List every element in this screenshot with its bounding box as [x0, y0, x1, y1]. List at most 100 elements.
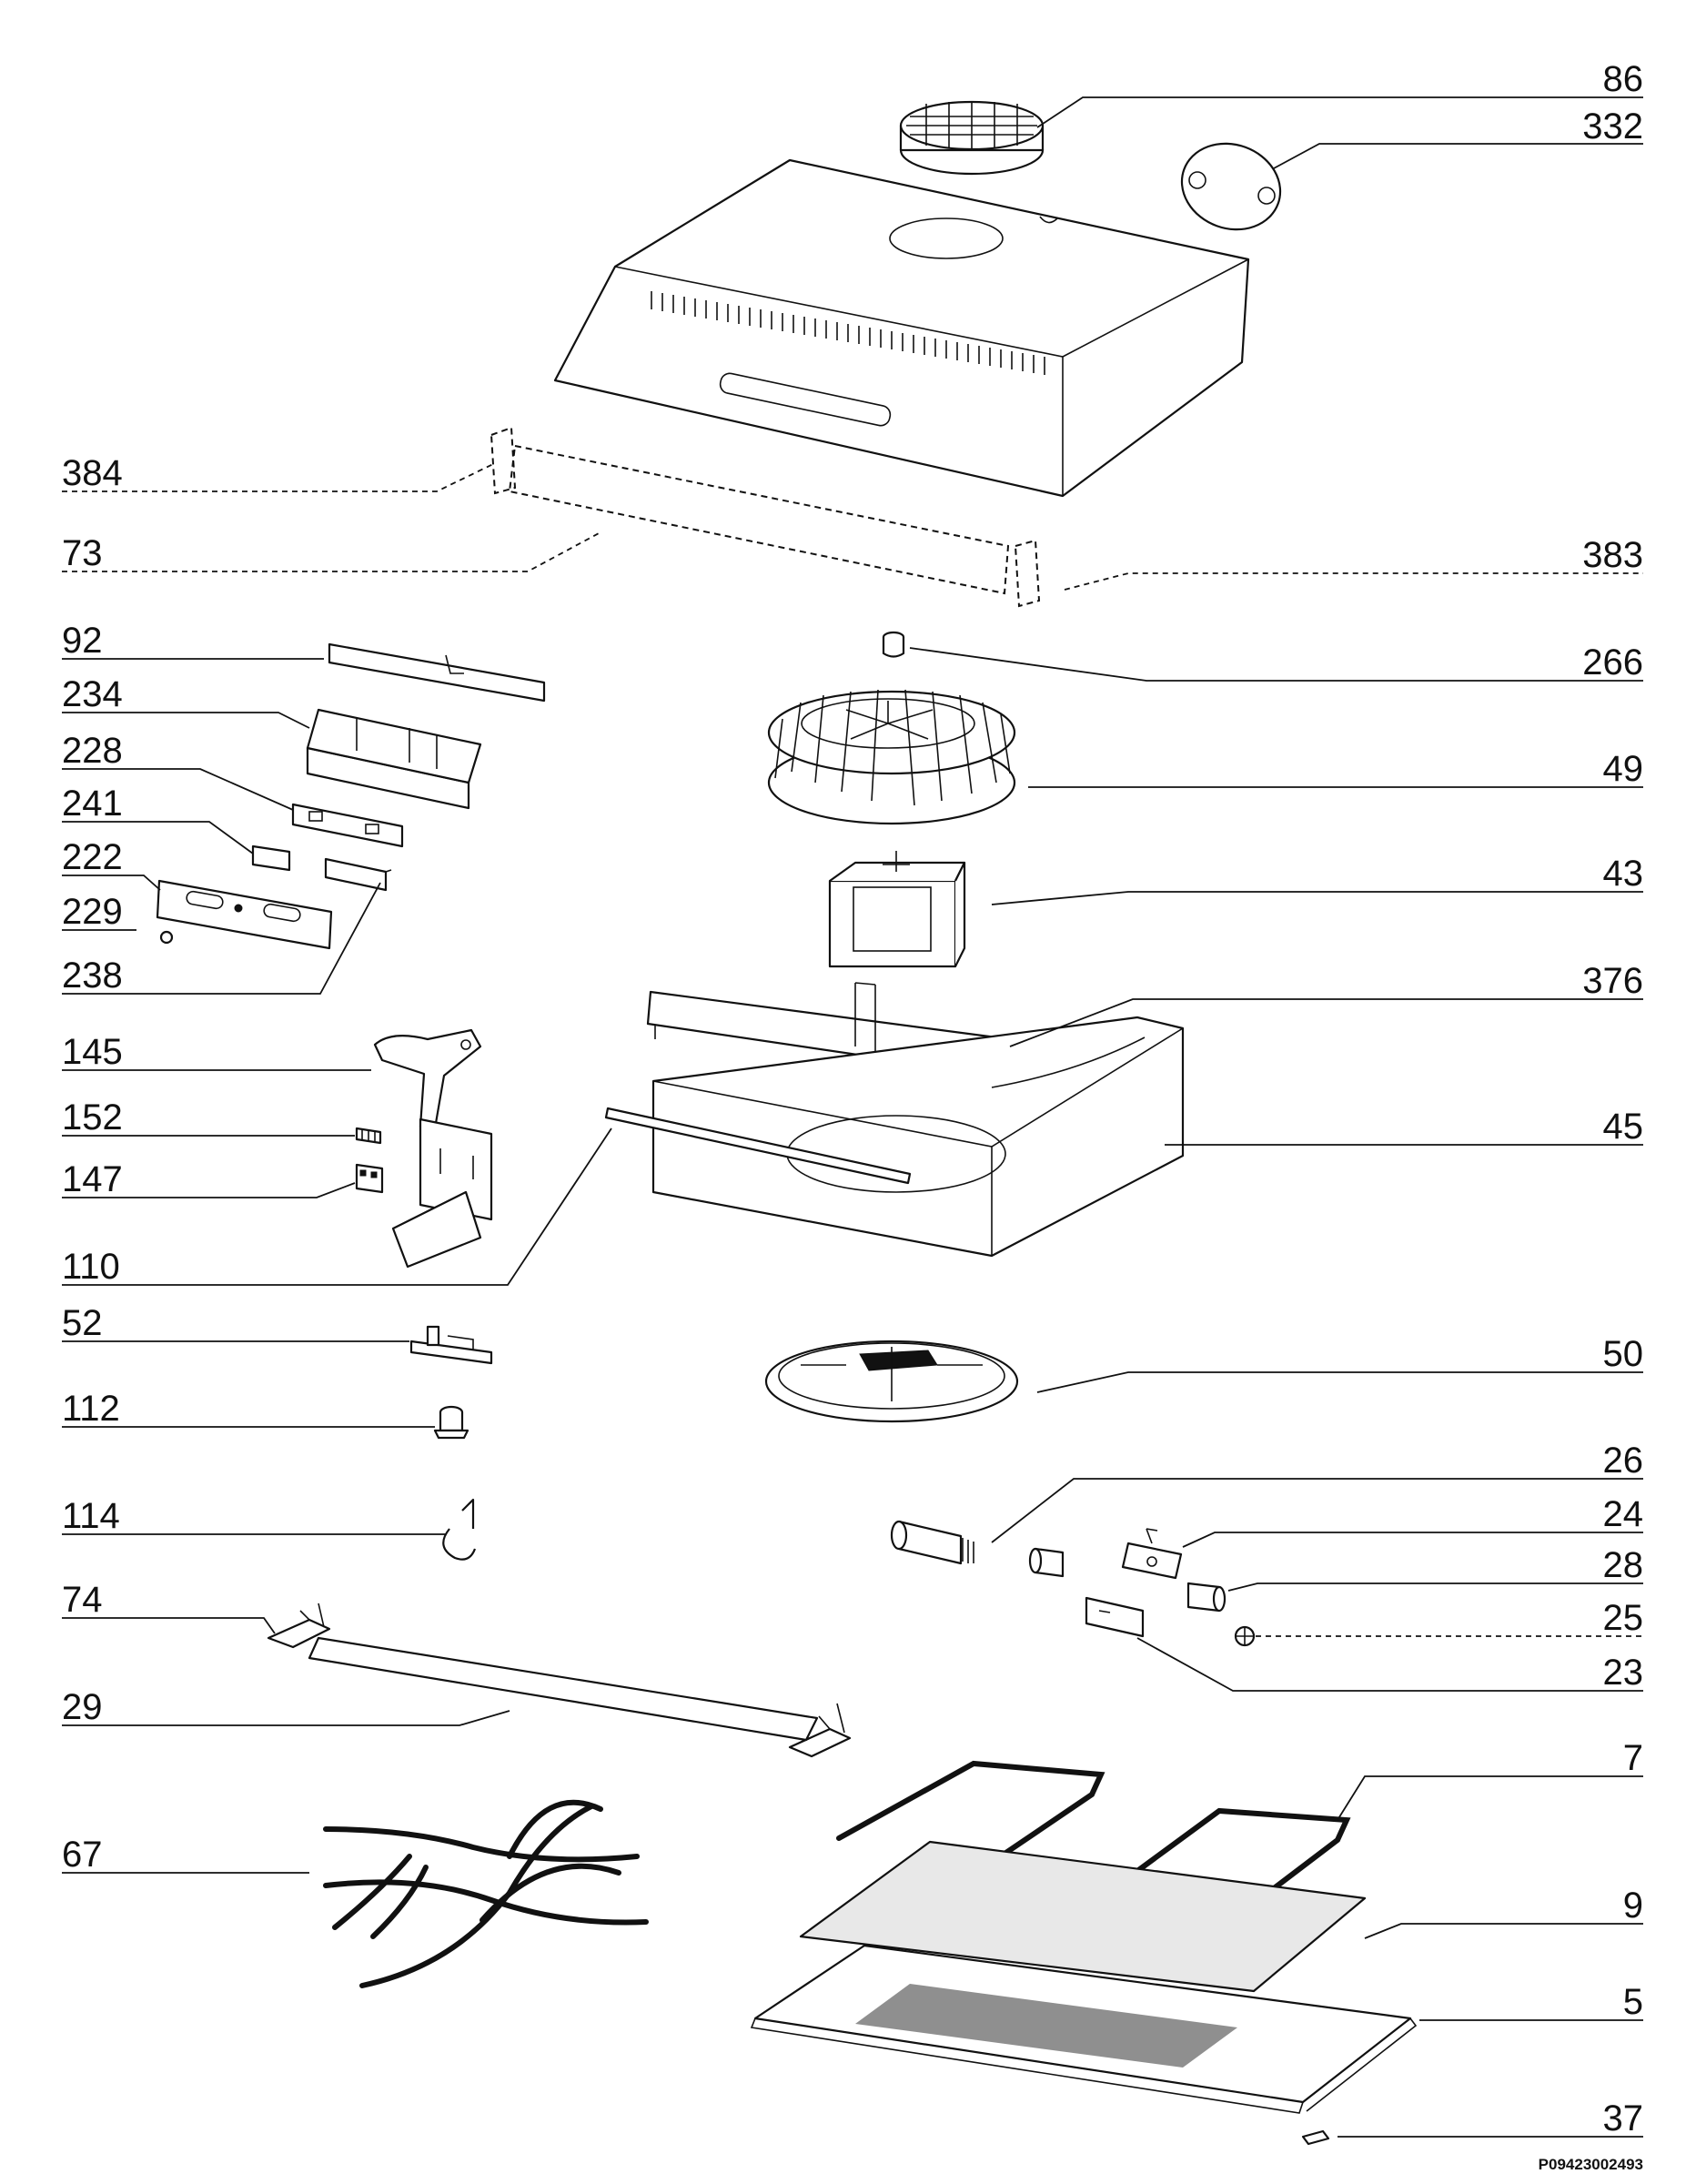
callout-332: 332 [1582, 106, 1643, 147]
part-43-motor-drawing [828, 851, 966, 968]
callout-23: 23 [1603, 1653, 1644, 1693]
part-110-rail-drawing [604, 1107, 912, 1185]
part-222-control-panel-drawing [156, 879, 333, 950]
lamp-socket-drawing [1028, 1547, 1065, 1578]
part-241-knob-drawing [251, 844, 291, 872]
part-228-switch-module-drawing [291, 803, 404, 848]
part-52-clip-drawing [409, 1325, 493, 1365]
leader-7 [1337, 1775, 1643, 1821]
callout-5: 5 [1623, 1982, 1643, 2022]
callout-67: 67 [62, 1835, 103, 1875]
leader-383 [1064, 572, 1643, 591]
callout-86: 86 [1603, 59, 1644, 99]
part-229-indicator-drawing [159, 930, 174, 945]
part-73-front-strip-drawing [508, 444, 1010, 595]
part-234-switch-housing-drawing [306, 708, 482, 810]
terminal-box-drawing [391, 1117, 493, 1269]
part-114-clip-drawing [442, 1498, 477, 1561]
hood-body-drawing [553, 158, 1250, 498]
callout-24: 24 [1603, 1494, 1644, 1534]
part-74-bracket-left-drawing [267, 1603, 331, 1649]
callout-7: 7 [1623, 1738, 1643, 1778]
part-147-terminal-block-drawing [355, 1163, 384, 1194]
callout-9: 9 [1623, 1886, 1643, 1926]
part-9-grease-filter-drawing [799, 1840, 1367, 1993]
callout-73: 73 [62, 533, 103, 573]
part-25-screw-drawing [1234, 1625, 1256, 1647]
leader-86 [1036, 96, 1643, 128]
callout-266: 266 [1582, 642, 1643, 682]
callout-28: 28 [1603, 1545, 1644, 1585]
callout-26: 26 [1603, 1441, 1644, 1481]
leader-50 [1036, 1371, 1643, 1393]
leader-266 [909, 647, 1643, 682]
callout-92: 92 [62, 621, 103, 661]
leader-234 [62, 712, 310, 729]
callout-376: 376 [1582, 961, 1643, 1001]
callout-228: 228 [62, 731, 123, 771]
part-29-panel-drawing [308, 1636, 819, 1742]
callout-29: 29 [62, 1687, 103, 1727]
callout-45: 45 [1603, 1107, 1644, 1147]
leader-384 [62, 463, 494, 492]
part-49-fan-wheel-drawing [767, 689, 1016, 825]
part-86-grille-collar-drawing [899, 100, 1045, 176]
part-384-end-cap-drawing [490, 426, 517, 495]
callout-52: 52 [62, 1303, 103, 1343]
leader-29 [62, 1710, 510, 1726]
leader-74 [62, 1617, 276, 1634]
leader-147 [62, 1182, 356, 1198]
callout-37: 37 [1603, 2098, 1644, 2138]
callout-152: 152 [62, 1097, 123, 1138]
part-28-cap-drawing [1186, 1582, 1227, 1613]
callout-50: 50 [1603, 1334, 1644, 1374]
callout-229: 229 [62, 892, 123, 932]
leader-73 [62, 531, 601, 572]
part-50-filter-frame-drawing [764, 1340, 1019, 1423]
part-74-bracket-right-drawing [788, 1703, 852, 1758]
callout-383: 383 [1582, 535, 1643, 575]
part-112-lamp-holder-drawing [433, 1405, 469, 1440]
part-266-cap-drawing [882, 631, 905, 658]
part-5-bottom-grille-drawing [750, 1944, 1418, 2114]
part-45-chassis-drawing [651, 1016, 1185, 1258]
callout-49: 49 [1603, 749, 1644, 789]
leader-43 [991, 891, 1643, 905]
part-332-cover-plate-drawing [1180, 142, 1282, 231]
leader-28 [1227, 1582, 1643, 1592]
part-23-lamp-cover-drawing [1085, 1596, 1145, 1638]
callout-234: 234 [62, 674, 123, 714]
leader-23 [1136, 1637, 1643, 1692]
callout-147: 147 [62, 1159, 123, 1199]
leader-228 [62, 768, 294, 811]
callout-241: 241 [62, 784, 123, 824]
leader-24 [1182, 1532, 1643, 1548]
callout-238: 238 [62, 956, 123, 996]
leader-110 [62, 1127, 612, 1286]
part-238-knob-drawing [324, 857, 392, 892]
part-383-end-cap-drawing [1014, 539, 1041, 608]
part-26-lamp-drawing [890, 1520, 974, 1565]
callout-222: 222 [62, 837, 123, 877]
callout-43: 43 [1603, 854, 1644, 894]
leader-26 [991, 1478, 1643, 1543]
callout-110: 110 [62, 1247, 120, 1287]
callout-145: 145 [62, 1032, 123, 1072]
leader-376 [1009, 998, 1643, 1047]
callout-384: 384 [62, 453, 123, 493]
leader-222 [62, 875, 161, 891]
leader-9 [1364, 1923, 1643, 1939]
callout-114: 114 [62, 1496, 120, 1536]
document-code: P09423002493 [1539, 2156, 1643, 2173]
leader-332 [1273, 143, 1643, 169]
part-37-clip-drawing [1301, 2129, 1330, 2146]
part-92-bracket-drawing [328, 642, 546, 703]
callout-74: 74 [62, 1580, 103, 1620]
leader-241 [62, 821, 254, 854]
part-67-cables-drawing [323, 1799, 649, 1988]
part-145-terminal-bracket-drawing [373, 1028, 482, 1130]
leader-238 [62, 882, 381, 995]
callout-112: 112 [62, 1389, 120, 1429]
callout-25: 25 [1603, 1598, 1644, 1638]
